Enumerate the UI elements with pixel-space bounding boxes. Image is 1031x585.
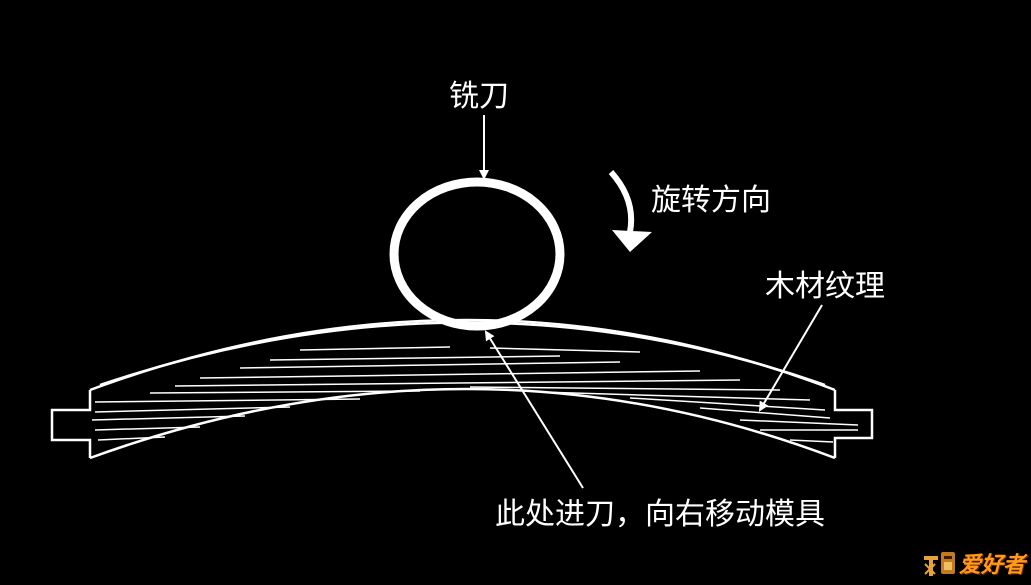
rotation-direction-label: 旋转方向 bbox=[651, 183, 771, 218]
rotation-arrowhead bbox=[612, 230, 652, 252]
watermark-text: 爱好者 bbox=[958, 553, 1025, 578]
cutter-label: 铣刀 bbox=[449, 79, 509, 114]
wood-grain-pointer-arrow bbox=[758, 304, 823, 412]
workpiece-inner-arc bbox=[89, 387, 836, 460]
wood-grain-label: 木材纹理 bbox=[765, 269, 885, 304]
feed-point-pointer-arrow bbox=[484, 330, 584, 489]
woodworker-logo-icon bbox=[923, 552, 955, 576]
workpiece-top-offset bbox=[99, 321, 826, 387]
feed-instruction-label: 此处进刀，向右移动模具 bbox=[495, 497, 825, 532]
curved-workpiece bbox=[50, 318, 874, 460]
milling-cutter-circle bbox=[389, 177, 565, 331]
workpiece-right-tenon bbox=[833, 390, 874, 458]
rotation-arrow bbox=[608, 170, 635, 233]
site-watermark: 爱好者 bbox=[923, 547, 1025, 579]
workpiece-left-tenon bbox=[50, 390, 92, 458]
